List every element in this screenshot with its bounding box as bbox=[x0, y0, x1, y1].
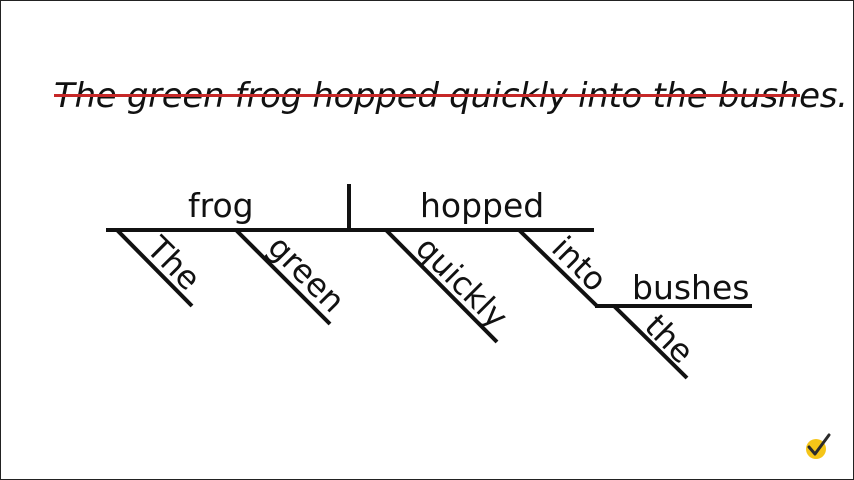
slant-the-object bbox=[612, 304, 689, 380]
slant-into bbox=[517, 228, 599, 308]
checkmark-icon bbox=[806, 433, 831, 459]
slant-quickly bbox=[384, 228, 499, 344]
object-word: bushes bbox=[632, 268, 749, 307]
modifier-green: green bbox=[260, 228, 352, 320]
modifier-quickly: quickly bbox=[408, 229, 515, 336]
modifier-into: into bbox=[544, 229, 614, 299]
slant-green bbox=[234, 228, 332, 326]
verb-word: hopped bbox=[420, 186, 544, 225]
modifier-the: The bbox=[139, 228, 209, 298]
subject-word: frog bbox=[188, 186, 254, 225]
strikethrough-line bbox=[54, 94, 800, 97]
slant-the bbox=[115, 228, 194, 308]
modifier-the-object: the bbox=[637, 307, 701, 371]
